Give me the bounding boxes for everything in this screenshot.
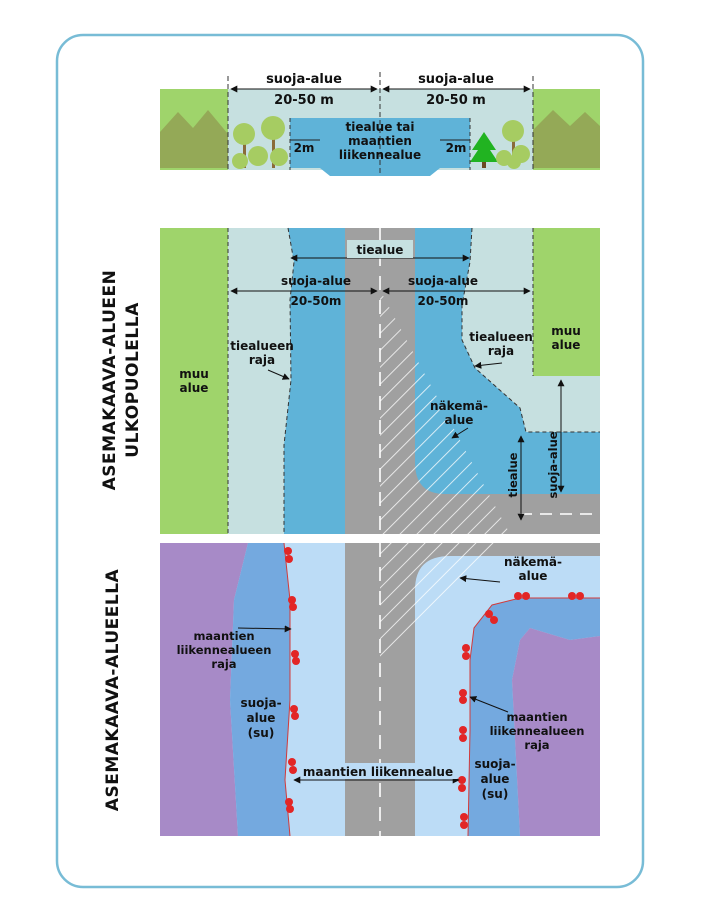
outside-sight-area — [380, 290, 510, 534]
inside-right-boundary-line3: raja — [524, 738, 549, 752]
outside-other-right-line2: alue — [552, 338, 581, 352]
outside-other-area-right — [533, 228, 600, 376]
outside-other-left-line2: alue — [180, 381, 209, 395]
outside-boundary-line1: tiealueen — [230, 339, 294, 353]
outside-other-area-left — [160, 228, 228, 534]
outside-vertical-road-label: tiealue — [506, 452, 520, 497]
inside-left-boundary-line1: maantien — [193, 629, 254, 643]
inside-left-protection-zone — [230, 543, 290, 836]
inside-left-boundary-line3: raja — [211, 657, 236, 671]
outside-boundary-pointer — [267, 369, 290, 380]
right-trees-icon — [470, 120, 530, 169]
inside-side-title: ASEMAKAAVA-ALUEELLA — [103, 568, 123, 811]
inside-right-boundary-line1: maantien — [506, 710, 567, 724]
right-mountains-icon — [533, 110, 600, 168]
inside-right-protection-zone — [468, 598, 600, 836]
outside-road-label-bg — [347, 240, 413, 258]
outside-right-boundary-pointer — [474, 361, 503, 369]
outside-plan: tiealue suoja-alue 20-50m suoja-alue 20-… — [160, 227, 600, 534]
inside-left-zone-line3: (su) — [248, 726, 275, 740]
inside-right-boundary-pointer — [469, 696, 509, 713]
outside-right-zone-label: suoja-alue — [408, 274, 478, 288]
cs-right-zone-width: 20-50 m — [426, 93, 486, 108]
inside-sight-line1: näkemä- — [504, 555, 562, 569]
outside-sight-pointer — [451, 427, 469, 439]
inside-left-zone-line1: suoja- — [240, 696, 281, 710]
inside-sight-pointer — [459, 575, 501, 583]
left-mountains-icon — [160, 110, 228, 168]
outside-other-right-line1: muu — [551, 324, 581, 338]
outside-boundary-line2: raja — [249, 353, 275, 367]
cs-road-area-line3: liikennealue — [339, 148, 421, 162]
inside-left-plot — [160, 543, 248, 836]
cs-right-zone-label: suoja-alue — [418, 72, 494, 87]
inside-traffic-area-label: maantien liikennealue — [303, 765, 453, 779]
cs-left-zone-label: suoja-alue — [266, 72, 342, 87]
inside-sight-area — [380, 543, 500, 665]
inside-left-boundary-pointer — [237, 625, 292, 633]
cross-section: suoja-alue 20-50 m suoja-alue 20-50 m ti… — [160, 72, 600, 176]
inside-boundary-markers — [284, 547, 584, 829]
outside-side-title-line2: ULKOPUOLELLA — [123, 302, 143, 458]
inside-sight-line2: alue — [519, 569, 548, 583]
inside-left-boundary-line2: liikennealueen — [177, 643, 272, 657]
cs-left-zone-width: 20-50 m — [274, 93, 334, 108]
inside-traffic-label-bg — [301, 763, 457, 779]
inside-plan: näkemä- alue maantien liikennealueen raj… — [160, 542, 600, 837]
outside-other-left-line1: muu — [179, 367, 209, 381]
outside-sight-line1: näkemä- — [430, 399, 488, 413]
inside-right-plot — [512, 628, 600, 836]
outside-road-area-label: tiealue — [357, 243, 404, 257]
cs-road-area-line1: tiealue tai — [345, 120, 414, 134]
outside-right-zone-width: 20-50m — [418, 294, 469, 308]
cs-left-strip: 2m — [294, 141, 315, 155]
outside-side-title-line1: ASEMAKAAVA-ALUEEN — [100, 270, 120, 491]
outside-left-zone-width: 20-50m — [291, 294, 342, 308]
outside-sight-line2: alue — [445, 413, 474, 427]
inside-right-zone-line2: alue — [481, 772, 510, 786]
cs-road-area-line2: maantien — [348, 134, 412, 148]
inside-right-boundary-line2: liikennealueen — [490, 724, 585, 738]
outside-right-boundary-line2: raja — [488, 344, 514, 358]
left-trees-icon — [232, 116, 288, 169]
outside-vertical-zone-label: suoja-alue — [546, 431, 560, 498]
inside-left-zone-line2: alue — [247, 711, 276, 725]
inside-right-zone-line1: suoja- — [474, 757, 515, 771]
inside-left-boundary-line — [283, 542, 291, 837]
outside-right-boundary-line1: tiealueen — [469, 330, 533, 344]
outside-right-road-boundary — [461, 227, 600, 433]
outside-left-zone-label: suoja-alue — [281, 274, 351, 288]
inside-right-zone-line3: (su) — [482, 787, 509, 801]
cs-right-strip: 2m — [446, 141, 467, 155]
